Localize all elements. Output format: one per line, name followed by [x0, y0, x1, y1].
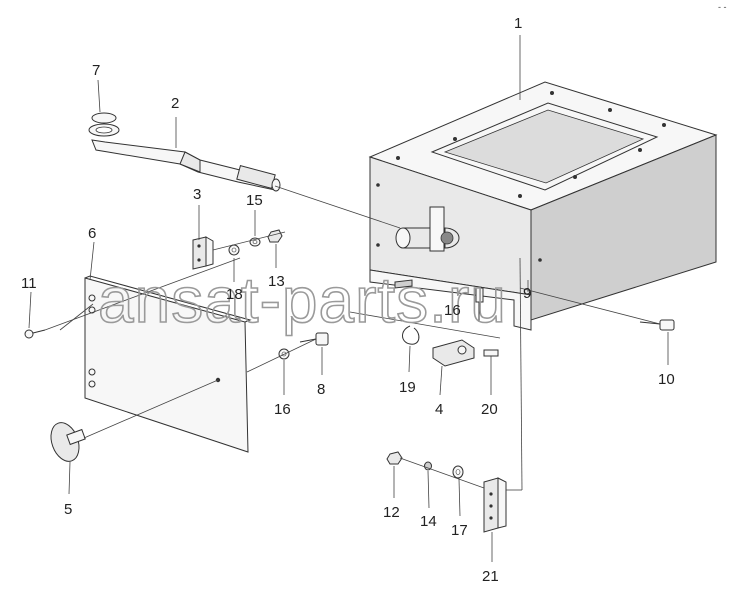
- part-21-striker: [483, 477, 507, 533]
- part-20-pin: [483, 349, 499, 357]
- label-part-2: 2: [171, 95, 179, 112]
- label-part-20: 20: [481, 401, 498, 418]
- label-part-13: 13: [268, 273, 285, 290]
- leader-lines: [28, 35, 669, 562]
- label-part-7: 7: [92, 62, 100, 79]
- part-18-washer: [228, 244, 240, 256]
- label-part-17: 17: [451, 522, 468, 539]
- label-part-18: 18: [226, 286, 243, 303]
- part-16-pin-right: [475, 287, 484, 322]
- watermark-text: ansat-parts.ru: [98, 264, 507, 336]
- part-2-lever: [91, 139, 281, 192]
- part-19-clip: [402, 325, 420, 345]
- label-part-4: 4: [435, 401, 443, 418]
- part-5-knob: [50, 422, 86, 462]
- part-11-screw: [24, 329, 46, 339]
- label-part-12: 12: [383, 504, 400, 521]
- label-part-11: 11: [21, 275, 37, 292]
- label-part-10: 10: [658, 371, 675, 388]
- label-part-14: 14: [420, 513, 437, 530]
- part-10-bolt: [639, 319, 675, 331]
- label-part-5: 5: [64, 501, 72, 518]
- part-12-nut: [386, 451, 403, 465]
- part-14-washer: [424, 461, 432, 471]
- part-7-washers: [88, 112, 120, 137]
- label-part-9: 9: [523, 285, 531, 302]
- label-part-1: 1: [514, 15, 522, 32]
- part-17-washer: [452, 465, 464, 479]
- label-part-21: 21: [482, 568, 499, 585]
- label-part-6: 6: [88, 225, 96, 242]
- part-6-cover-plate: [84, 275, 252, 453]
- corner-mark: - -: [718, 2, 727, 12]
- label-part-15: 15: [246, 192, 263, 209]
- part-number-labels: 1 2 3 4 5 6 7 8 9 10 11 12 13 14 15 16 1…: [21, 15, 675, 585]
- part-13-nut: [267, 229, 283, 243]
- label-part-16-left: 16: [274, 401, 291, 418]
- label-part-19: 19: [399, 379, 416, 396]
- label-part-8: 8: [317, 381, 325, 398]
- part-1-housing: [368, 81, 718, 331]
- part-4-latch: [432, 339, 475, 367]
- label-part-16-right: 16: [444, 302, 461, 319]
- label-part-3: 3: [193, 186, 201, 203]
- part-3-bracket: [192, 236, 214, 270]
